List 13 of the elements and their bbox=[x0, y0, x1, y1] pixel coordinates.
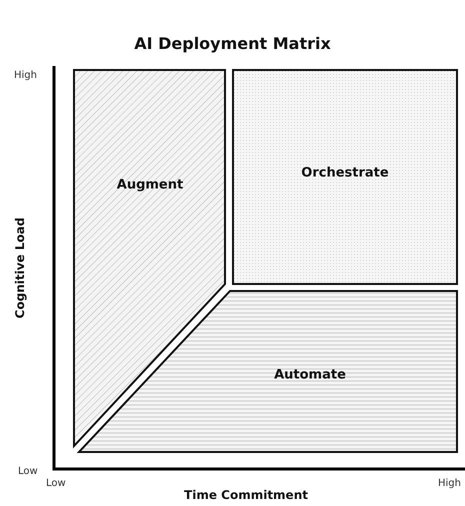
hatched-region bbox=[73, 69, 226, 449]
axis-tick-label: Low bbox=[18, 466, 38, 477]
region-label: Automate bbox=[274, 368, 346, 382]
axis-title: Cognitive Load bbox=[13, 218, 27, 318]
axis-tick-label: Low bbox=[46, 478, 66, 489]
dotted-region bbox=[232, 69, 458, 285]
lined-region bbox=[76, 290, 458, 453]
region-label: Orchestrate bbox=[301, 166, 389, 180]
chart-title: AI Deployment Matrix bbox=[134, 34, 331, 53]
axis-tick-label: High bbox=[438, 478, 461, 489]
axis-title: Time Commitment bbox=[184, 488, 308, 502]
axis-tick-label: High bbox=[14, 70, 37, 81]
region-label: Augment bbox=[116, 178, 184, 192]
